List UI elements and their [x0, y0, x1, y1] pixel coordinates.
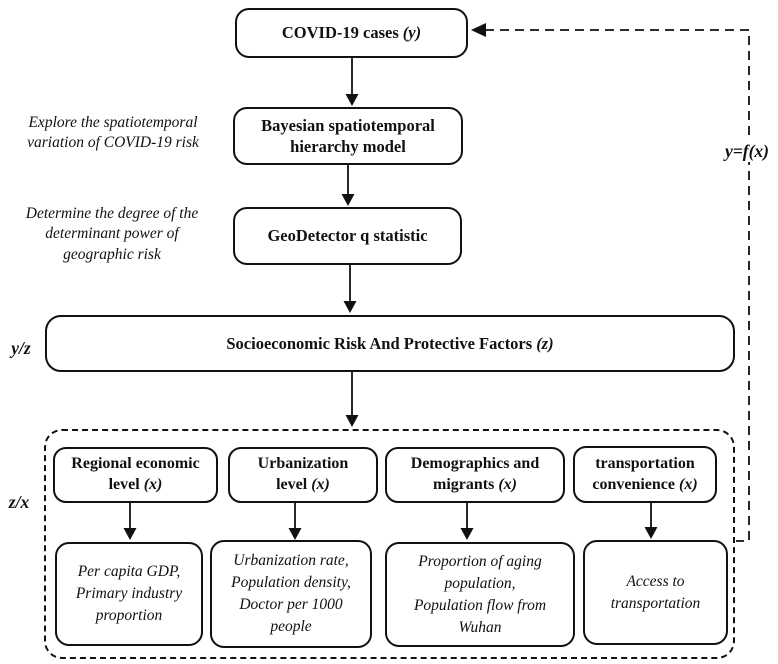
geodetector-box: GeoDetector q statistic: [233, 207, 462, 265]
annotation-explore-spatiotemporal: Explore the spatiotemporal variation of …: [27, 114, 199, 152]
annotation-determine-power: Determine the degree of the determinant …: [25, 205, 199, 263]
transportation-detail-box: Access to transportation: [583, 540, 728, 645]
covid-cases-label: COVID-19 cases: [281, 23, 399, 43]
label-z-over-x: z/x: [8, 492, 30, 512]
demographics-detail-box: Proportion of aging population, Populati…: [385, 542, 575, 647]
covid-cases-text: COVID-19 cases(y): [282, 22, 421, 43]
arrow-geodetector-to-socioeconomic: [343, 265, 357, 313]
regional-economic-detail: Per capita GDP, Primary industry proport…: [75, 563, 183, 624]
socioeconomic-factors-box: Socioeconomic Risk And Protective Factor…: [45, 315, 735, 372]
socioeconomic-var-z: (z): [536, 333, 554, 353]
transportation-var-x: (x): [679, 475, 698, 493]
arrow-covid-to-bayesian: [345, 58, 359, 106]
socioeconomic-label: Socioeconomic Risk And Protective Factor…: [226, 333, 533, 353]
covid-var-y: (y): [402, 23, 422, 43]
transportation-detail: Access to transportation: [610, 572, 701, 612]
label-y-equals-fx: y=f(x): [712, 141, 778, 162]
covid-cases-box: COVID-19 cases(y): [235, 8, 468, 58]
urbanization-var-x: (x): [311, 476, 330, 493]
urbanization-detail: Urbanization rate, Population density, D…: [231, 552, 351, 635]
arrow-bayesian-to-geodetector: [341, 165, 355, 206]
demographics-var-x: (x): [498, 476, 517, 493]
regional-economic-detail-box: Per capita GDP, Primary industry proport…: [55, 542, 203, 646]
bayesian-model-box: Bayesian spatiotemporal hierarchy model: [233, 107, 463, 165]
demographics-detail: Proportion of aging population, Populati…: [413, 552, 547, 636]
socioeconomic-text: Socioeconomic Risk And Protective Factor…: [226, 333, 553, 354]
geodetector-label: GeoDetector q statistic: [267, 226, 428, 246]
regional-var-x: (x): [143, 476, 163, 493]
urbanization-detail-box: Urbanization rate, Population density, D…: [210, 540, 372, 648]
label-y-over-z: y/z: [11, 338, 31, 358]
bayesian-model-label: Bayesian spatiotemporal hierarchy model: [261, 115, 435, 156]
determinants-dashed-group: [44, 429, 735, 659]
arrow-socioeconomic-to-factors: [345, 372, 359, 427]
